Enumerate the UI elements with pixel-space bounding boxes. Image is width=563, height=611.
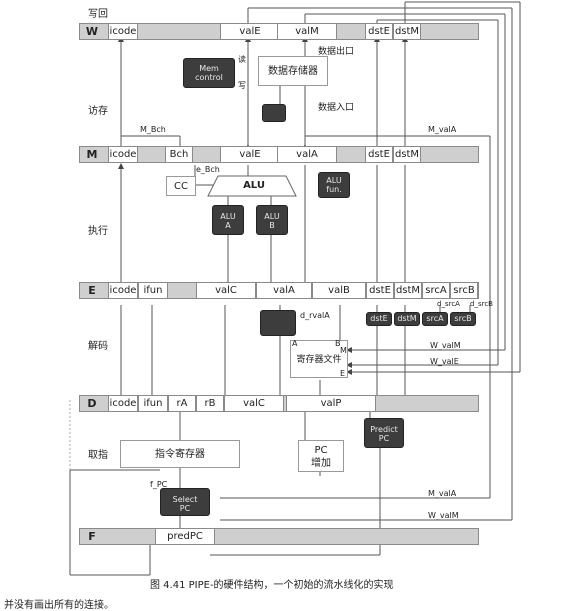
m-bch-field: Bch xyxy=(165,147,193,162)
w-stage-label: W xyxy=(85,25,99,38)
d-ifun-field: ifun xyxy=(138,396,168,411)
dstm-logic-box: dstM xyxy=(394,312,420,326)
w-valm-decode-label: W_valM xyxy=(430,341,461,350)
d-srca-signal-label: d_srcA xyxy=(437,300,460,308)
e-valc-field: valC xyxy=(196,283,256,298)
reg-port-b-label: B xyxy=(335,339,341,348)
e-pipeline-register: E icode ifun valC valA valB dstE dstM sr… xyxy=(79,282,479,299)
dste-logic-box: dstE xyxy=(366,312,392,326)
read-signal-label: 读 xyxy=(238,55,246,64)
e-valb-field: valB xyxy=(312,283,366,298)
d-rb-field: rB xyxy=(196,396,224,411)
alu-fun-box: ALU fun. xyxy=(318,172,350,198)
f-stage-label: F xyxy=(88,530,96,543)
f-predpc-field: predPC xyxy=(155,529,215,544)
data-in-label: 数据入口 xyxy=(318,103,355,113)
select-pc-box: Select PC xyxy=(160,488,210,516)
e-dstm-field: dstM xyxy=(394,283,422,298)
data-out-label: 数据出口 xyxy=(318,47,355,57)
register-file-box: 寄存器文件 xyxy=(290,340,348,378)
reg-port-e-label: E xyxy=(340,369,346,378)
f-pc-signal-label: f_PC xyxy=(150,480,168,489)
e-vala-field: valA xyxy=(256,283,312,298)
mem-control-box: Mem control xyxy=(183,58,235,88)
data-memory-box: 数据存储器 xyxy=(258,56,328,86)
select-fwd-a-box xyxy=(260,310,296,336)
condition-codes-box: CC xyxy=(166,176,196,196)
alu-a-box: ALU A xyxy=(212,205,244,235)
e-icode-field: icode xyxy=(108,283,138,298)
w-icode-field: icode xyxy=(108,24,138,39)
pc-increment-box: PC 增加 xyxy=(298,440,344,472)
address-select-mux xyxy=(262,104,286,122)
alu-label: ALU xyxy=(243,180,265,191)
predict-pc-box: Predict PC xyxy=(364,418,404,448)
e-srcb-field: srcB xyxy=(450,283,478,298)
w-vale-decode-label: W_valE xyxy=(430,357,459,366)
stage-title-execute: 执行 xyxy=(88,226,108,237)
m-vala-field: valA xyxy=(277,147,337,162)
d-rvala-signal-label: d_rvalA xyxy=(300,311,330,320)
d-stage-label: D xyxy=(87,397,97,410)
e-srca-field: srcA xyxy=(422,283,450,298)
d-icode-field: icode xyxy=(108,396,138,411)
w-valm-field: valM xyxy=(277,24,337,39)
d-valp-field: valP xyxy=(286,396,376,411)
stage-title-decode: 解码 xyxy=(88,341,108,352)
e-dste-field: dstE xyxy=(366,283,394,298)
instruction-memory-box: 指令寄存器 xyxy=(120,440,240,468)
reg-port-a-label: A xyxy=(292,339,298,348)
alu-b-box: ALU B xyxy=(256,205,288,235)
m-vala-signal-label: M_valA xyxy=(428,125,457,134)
stage-title-writeback: 写回 xyxy=(88,9,108,20)
w-dste-field: dstE xyxy=(365,24,393,39)
m-dstm-field: dstM xyxy=(393,147,421,162)
w-valm-fetch-label: W_valM xyxy=(428,511,459,520)
w-dstm-field: dstM xyxy=(393,24,421,39)
e-bch-signal-label: e_Bch xyxy=(196,165,220,174)
w-pipeline-register: W icode valE valM dstE dstM xyxy=(79,23,479,40)
e-stage-label: E xyxy=(88,284,96,297)
d-valc-field: valC xyxy=(224,396,284,411)
f-pipeline-register: F predPC xyxy=(79,528,479,545)
srcb-logic-box: srcB xyxy=(450,312,476,326)
m-dste-field: dstE xyxy=(365,147,393,162)
figure-caption: 图 4.41 PIPE-的硬件结构，一个初始的流水线化的实现 xyxy=(150,580,394,591)
m-vala-fetch-label: M_valA xyxy=(428,489,457,498)
d-srcb-signal-label: d_srcB xyxy=(470,300,493,308)
e-ifun-field: ifun xyxy=(138,283,168,298)
d-ra-field: rA xyxy=(168,396,196,411)
m-pipeline-register: M icode Bch valE valA dstE dstM xyxy=(79,146,479,163)
reg-port-m-label: M xyxy=(340,346,347,355)
m-bch-signal-label: M_Bch xyxy=(140,125,166,134)
stage-title-memory: 访存 xyxy=(88,106,108,117)
d-pipeline-register: D icode ifun rA rB valC valP xyxy=(79,395,479,412)
srca-logic-box: srcA xyxy=(422,312,448,326)
write-signal-label: 写 xyxy=(238,81,246,90)
m-icode-field: icode xyxy=(108,147,138,162)
figure-footnote: 并没有画出所有的连接。 xyxy=(4,600,114,611)
stage-title-fetch: 取指 xyxy=(88,450,108,461)
m-stage-label: M xyxy=(86,148,98,161)
